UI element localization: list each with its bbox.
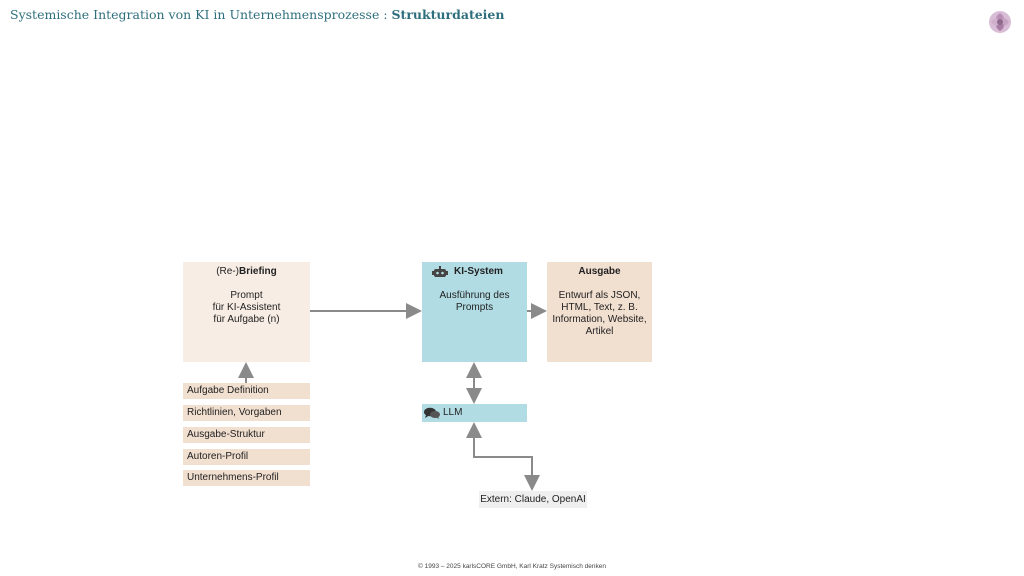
briefing-heading: (Re-)Briefing [183,266,310,278]
ausgabe-line: Entwurf als JSON, [558,290,641,301]
ausgabe-box: Ausgabe Entwurf als JSON, HTML, Text, z.… [547,262,652,362]
arrow-llm-to-extern [473,432,540,491]
briefing-line: für KI-Assistent [212,302,281,313]
input-item-richtlinien: Richtlinien, Vorgaben [183,405,310,421]
briefing-heading-prefix: (Re-) [216,266,239,277]
llm-box: LLM [422,404,527,422]
extern-box: Extern: Claude, OpenAI [479,491,587,508]
input-item-ausgabe-struktur: Ausgabe-Struktur [183,427,310,443]
chat-bubbles-icon [424,407,440,419]
title-main: Systemische Integration von KI in Untern… [10,7,392,22]
robot-icon [432,266,449,277]
input-item-aufgabe-definition: Aufgabe Definition [183,383,310,399]
llm-label: LLM [443,407,463,418]
flower-logo-icon [989,11,1011,33]
briefing-body: Prompt für KI-Assistent für Aufgabe (n) [183,290,310,326]
footer-copyright: © 1993 – 2025 karlsCORE GmbH, Karl Kratz… [418,563,606,570]
briefing-line: Prompt [230,290,263,301]
input-item-autoren-profil: Autoren-Profil [183,449,310,465]
ausgabe-line: Artikel [585,326,614,337]
ausgabe-body: Entwurf als JSON, HTML, Text, z. B. Info… [547,290,652,338]
title-subtitle: Strukturdateien [391,7,505,22]
ausgabe-heading: Ausgabe [578,266,621,277]
ausgabe-line: Information, Website, [552,314,647,325]
ausgabe-line: HTML, Text, z. B. [561,302,638,313]
input-item-unternehmens-profil: Unternehmens-Profil [183,470,310,486]
briefing-line: für Aufgabe (n) [213,314,280,325]
ki-system-line: Ausführung des [439,290,510,301]
briefing-heading-main: Briefing [239,266,277,277]
ki-system-box: KI-System Ausführung des Prompts [422,262,527,362]
briefing-box: (Re-)Briefing Prompt für KI-Assistent fü… [183,262,310,362]
ki-system-title: KI-System [454,266,503,277]
page-title: Systemische Integration von KI in Untern… [10,7,504,22]
ki-system-body: Ausführung des Prompts [422,290,527,314]
ki-system-heading: KI-System [408,266,527,278]
ki-system-line: Prompts [455,302,494,313]
